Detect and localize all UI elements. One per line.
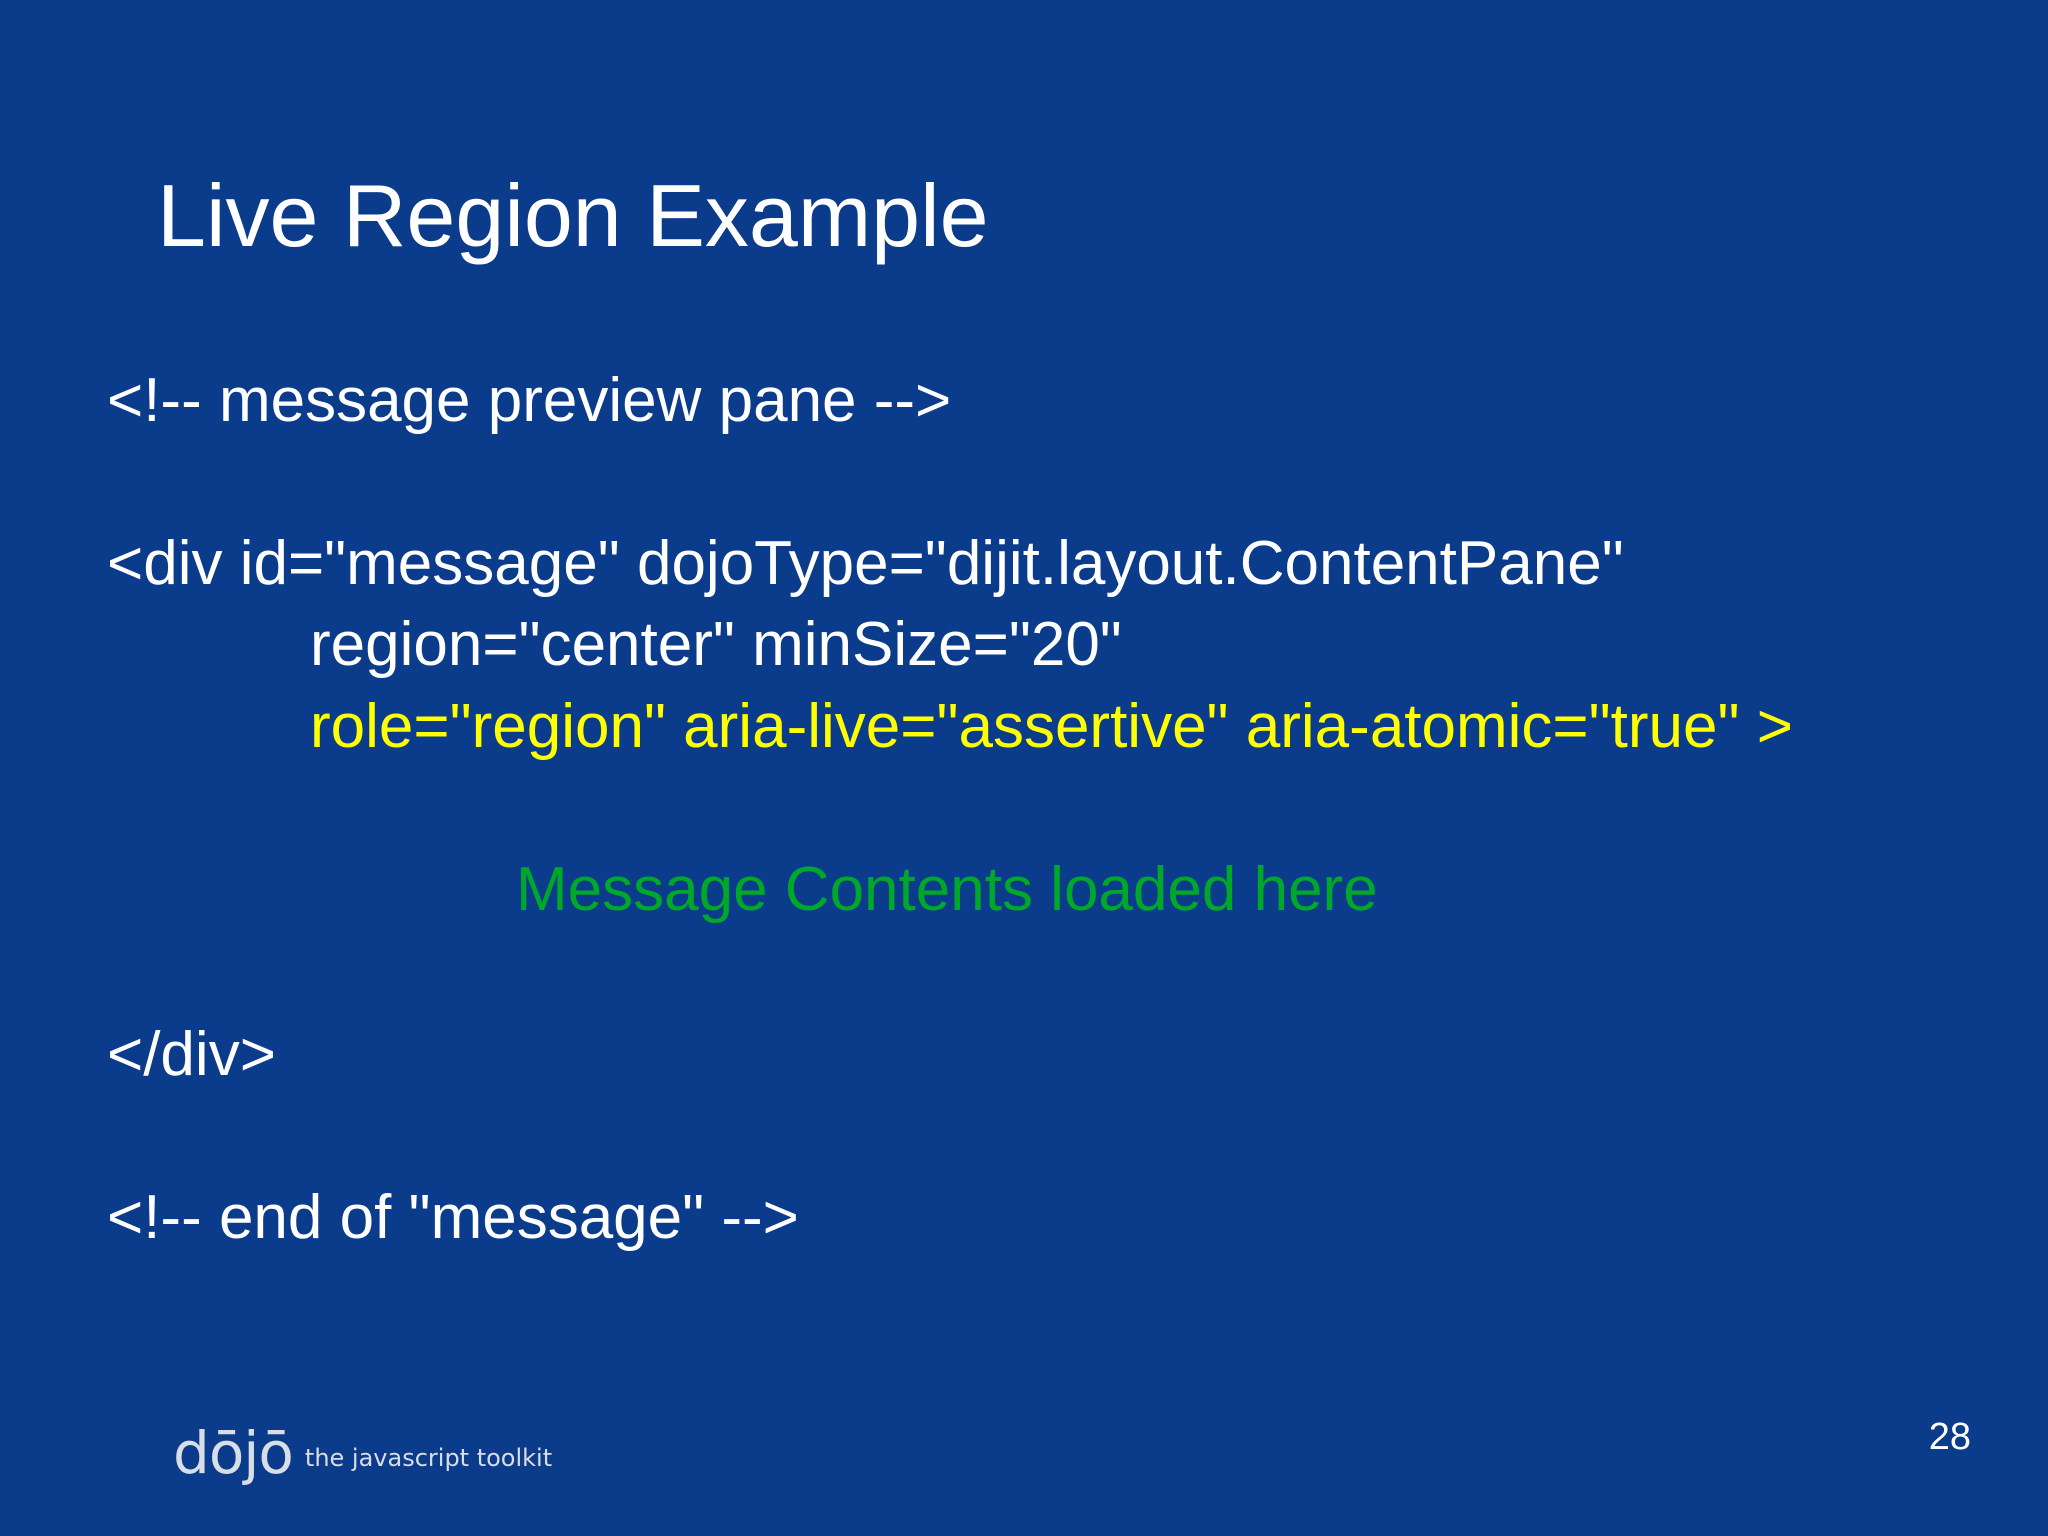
dojo-logo-mark: dōjō (173, 1419, 294, 1487)
code-div-close: </div> (107, 1020, 276, 1089)
code-div-attributes: region="center" minSize="20" (310, 610, 1122, 679)
slide-title: Live Region Example (157, 166, 989, 265)
dojo-logo-tagline: the javascript toolkit (304, 1444, 553, 1472)
code-comment-end: <!-- end of "message" --> (107, 1183, 799, 1252)
page-number: 28 (1928, 1416, 1971, 1458)
code-aria-attributes: role="region" aria-live="assertive" aria… (310, 692, 1793, 761)
code-div-open: <div id="message" dojoType="dijit.layout… (107, 529, 1624, 598)
dojo-logo: dōjō the javascript toolkit (173, 1418, 552, 1488)
code-comment-start: <!-- message preview pane --> (107, 366, 952, 435)
message-contents-placeholder: Message Contents loaded here (516, 855, 1378, 924)
